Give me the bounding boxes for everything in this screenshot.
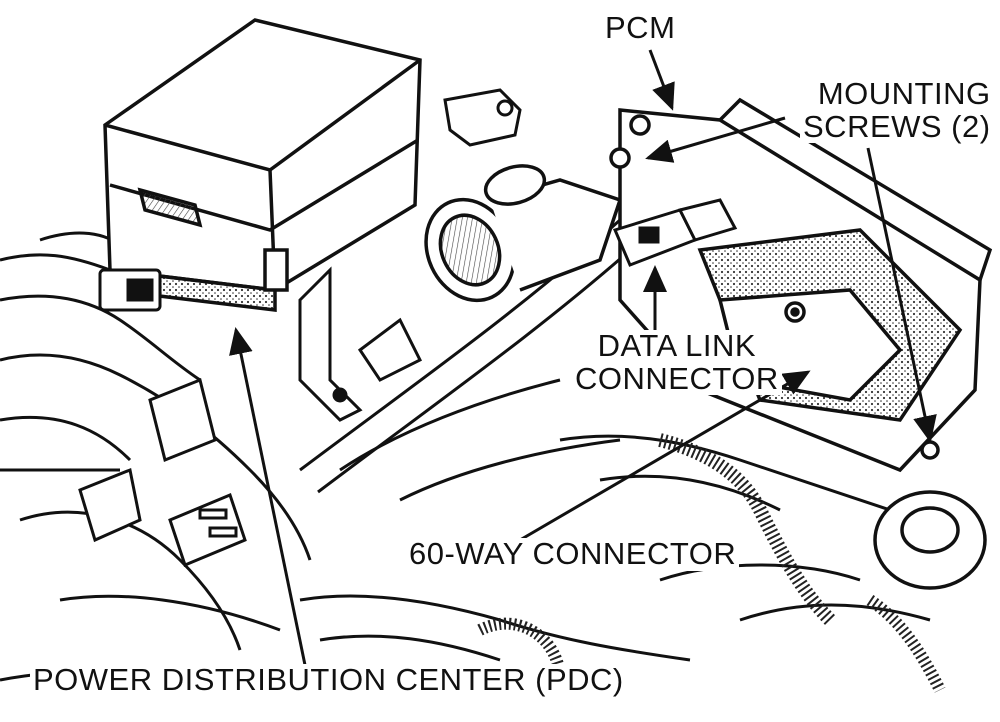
dlc-label-line1: DATA LINK: [597, 328, 757, 363]
dlc-label-line2: CONNECTOR: [575, 360, 779, 396]
mounting-screws-label: MOUNTING SCREWS (2): [800, 76, 994, 144]
mounting-label-line1: MOUNTING: [817, 76, 991, 111]
sixty-way-label-text: 60-WAY CONNECTOR: [409, 536, 737, 571]
data-link-connector-label: DATA LINK CONNECTOR: [572, 328, 782, 396]
pcm-label-text: PCM: [605, 10, 676, 45]
upper-bracket: [443, 88, 522, 147]
sixty-way-connector-label: 60-WAY CONNECTOR: [406, 536, 740, 571]
pcm-module: [609, 97, 993, 473]
pcm-label: PCM: [602, 10, 679, 45]
data-link-connector-shape: [612, 198, 738, 267]
round-housing: [873, 490, 987, 590]
left-plug-connectors: [78, 268, 247, 568]
throttle-body: [424, 164, 623, 303]
pdc-label-text: POWER DISTRIBUTION CENTER (PDC): [33, 662, 624, 697]
pdc-label: POWER DISTRIBUTION CENTER (PDC): [30, 662, 627, 697]
leader-lines: [229, 49, 937, 666]
pdc-bracket: [298, 266, 423, 422]
mounting-label-line2: SCREWS (2): [803, 108, 991, 144]
pdc-box: [103, 18, 422, 312]
